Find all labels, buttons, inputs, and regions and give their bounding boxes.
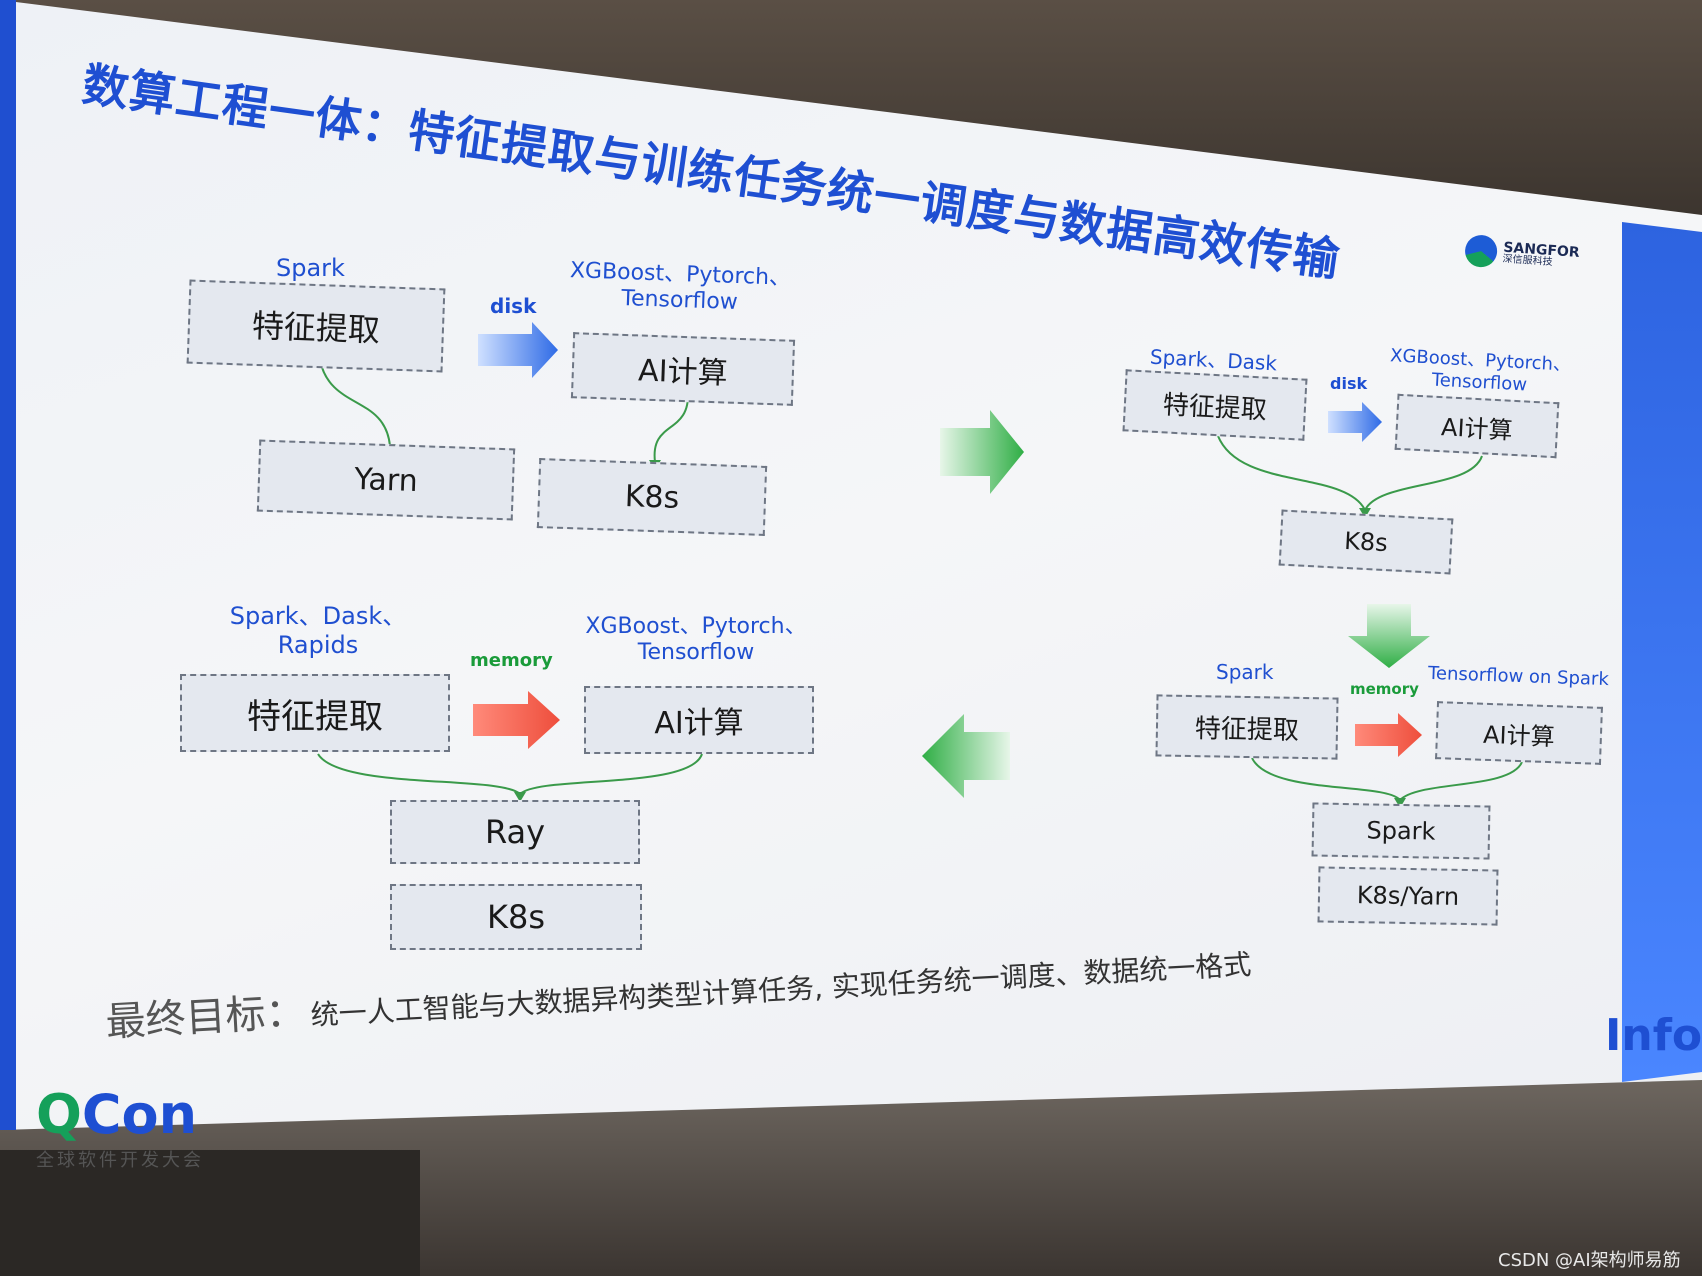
stage2-disk-label: disk bbox=[1330, 374, 1368, 393]
stage4-memory-label: memory bbox=[470, 650, 553, 671]
stage2-k8s-box: K8s bbox=[1278, 509, 1454, 575]
qcon-logo-subtitle: 全球软件开发大会 bbox=[36, 1150, 204, 1171]
stage4-feature-extraction-box: 特征提取 bbox=[180, 674, 450, 752]
stage4-connector-left bbox=[317, 753, 521, 795]
flow-arrow-right bbox=[940, 410, 1024, 494]
stage2-disk-arrow bbox=[1328, 402, 1382, 442]
qcon-logo: QCon 全球软件开发大会 bbox=[36, 1088, 204, 1172]
stage1-disk-arrow bbox=[478, 322, 558, 378]
stage3-spark-box: Spark bbox=[1311, 802, 1491, 860]
stage4-right-label-text: XGBoost、Pytorch、Tensorflow bbox=[585, 614, 807, 666]
stage2-right-label-text: XGBoost、Pytorch、Tensorflow bbox=[1389, 345, 1572, 396]
goal-heading: 最终目标： bbox=[104, 989, 307, 1046]
stage2-ai-compute-box: AI计算 bbox=[1394, 393, 1560, 459]
stage4-connector-right bbox=[519, 753, 703, 795]
stage3-feature-extraction-box: 特征提取 bbox=[1155, 694, 1339, 760]
stage4-left-label: Spark、Dask、Rapids bbox=[220, 602, 416, 660]
stage4-k8s-box: K8s bbox=[390, 884, 642, 950]
stage4-ray-box: Ray bbox=[390, 800, 640, 864]
stage3-ai-compute-box: AI计算 bbox=[1435, 701, 1603, 765]
stage1-feature-extraction-box: 特征提取 bbox=[186, 279, 446, 373]
stage1-ai-compute-box: AI计算 bbox=[570, 332, 796, 406]
stage3-connector-left bbox=[1251, 757, 1401, 801]
stage1-disk-label: disk bbox=[490, 294, 537, 318]
stage3-left-label: Spark bbox=[1216, 660, 1274, 684]
stage1-connector-left bbox=[319, 359, 391, 447]
qcon-logo-con: Con bbox=[81, 1083, 198, 1146]
stage1-left-label: Spark bbox=[276, 254, 345, 282]
stage2-feature-extraction-box: 特征提取 bbox=[1122, 369, 1308, 441]
stage1-yarn-box: Yarn bbox=[256, 439, 516, 521]
stage2-connector-right bbox=[1364, 455, 1483, 511]
stage-frame bbox=[0, 1150, 420, 1276]
csdn-watermark: CSDN @AI架构师易筋 bbox=[1498, 1250, 1681, 1271]
infoq-logo: InfoQ bbox=[1605, 1010, 1702, 1061]
slide-right-band bbox=[1622, 222, 1702, 1082]
stage4-right-label: XGBoost、Pytorch、Tensorflow bbox=[576, 614, 816, 667]
stage1-k8s-box: K8s bbox=[536, 458, 768, 536]
stage3-k8s-yarn-box: K8s/Yarn bbox=[1317, 866, 1499, 926]
stage4-left-label-text: Spark、Dask、Rapids bbox=[229, 602, 407, 659]
stage4-memory-arrow bbox=[473, 691, 560, 749]
slide-left-edge bbox=[0, 0, 16, 1130]
stage1-right-label-text: XGBoost、Pytorch、Tensorflow bbox=[569, 258, 792, 316]
stage3-connector-right bbox=[1399, 761, 1523, 801]
stage4-ai-compute-box: AI计算 bbox=[584, 686, 814, 754]
flow-arrow-down bbox=[1348, 604, 1430, 668]
stage4-connector-head bbox=[514, 792, 526, 802]
qcon-logo-q: Q bbox=[36, 1083, 82, 1146]
stage3-memory-label: memory bbox=[1350, 680, 1419, 698]
flow-arrow-left bbox=[922, 714, 1010, 798]
stage3-memory-arrow bbox=[1355, 713, 1422, 757]
stage1-right-label: XGBoost、Pytorch、Tensorflow bbox=[559, 258, 801, 319]
stage1-connector-right bbox=[653, 391, 690, 463]
stage2-connector-left bbox=[1217, 435, 1366, 511]
